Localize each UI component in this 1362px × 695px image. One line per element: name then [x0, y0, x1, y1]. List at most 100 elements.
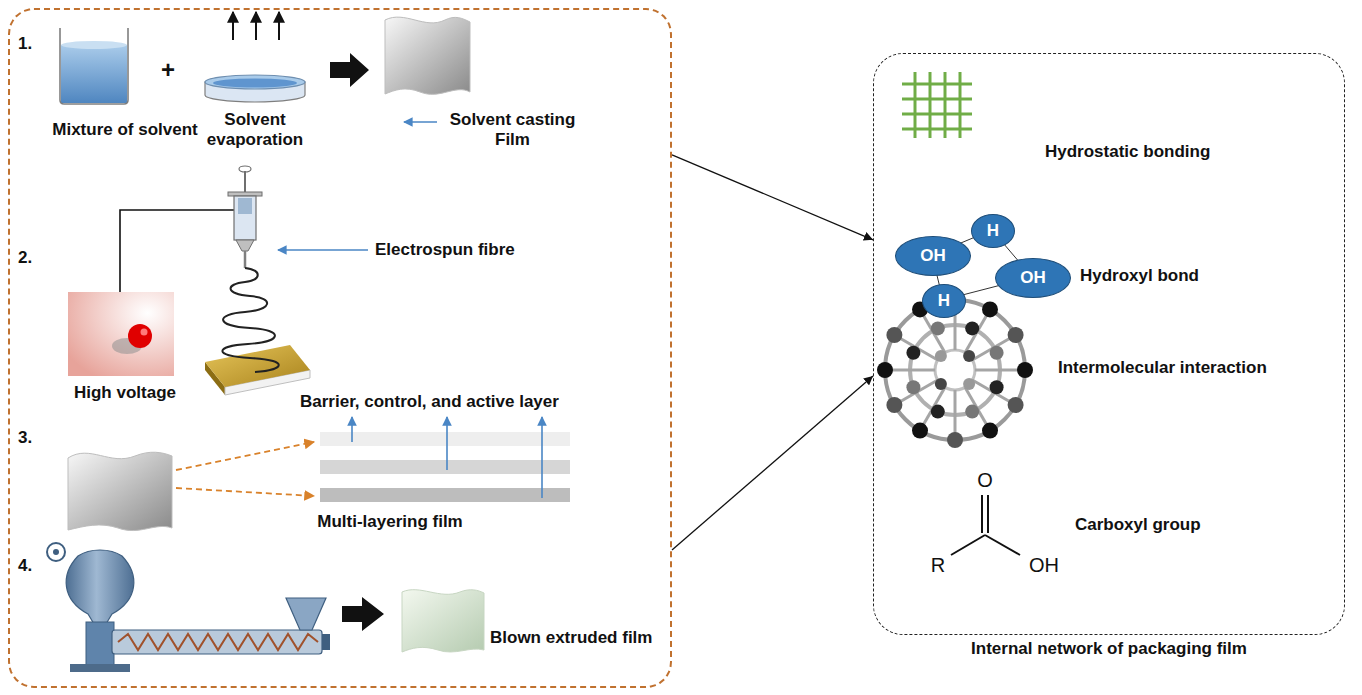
film-extruder — [47, 543, 65, 561]
bond-label: Hydroxyl bond — [1080, 266, 1199, 286]
evaporation-dish — [278, 12, 280, 40]
fullerene-molecule — [931, 405, 945, 419]
flow-arrow — [672, 155, 873, 240]
film-extruder — [70, 664, 130, 672]
high-voltage-source — [128, 324, 152, 348]
syringe — [244, 251, 247, 268]
fullerene-molecule — [906, 346, 920, 360]
film-sheet — [68, 452, 172, 530]
voltage-wire — [120, 210, 234, 292]
atom-symbol: O — [970, 468, 1000, 492]
bond-label: Hydrostatic bonding — [1045, 142, 1210, 162]
collector-plate — [205, 345, 310, 395]
step-number: 4. — [18, 556, 32, 576]
product-label: Multi-layering film — [290, 512, 490, 532]
hydrostatic-grid — [902, 83, 972, 86]
fullerene-molecule — [906, 380, 920, 394]
syringe — [238, 198, 252, 214]
fullerene-molecule — [990, 346, 1004, 360]
block-arrow — [342, 597, 384, 631]
step-number: 3. — [18, 428, 32, 448]
fullerene-molecule — [885, 300, 1025, 440]
beaker-icon — [61, 41, 127, 49]
atom-symbol: OH — [1024, 553, 1064, 577]
hydrostatic-grid — [902, 113, 972, 116]
fullerene-molecule — [877, 362, 893, 378]
film-extruder — [322, 634, 330, 650]
beaker-icon — [61, 45, 127, 103]
fullerene-molecule — [1008, 327, 1024, 343]
fullerene-molecule — [963, 378, 975, 390]
high-voltage-source — [68, 292, 174, 376]
collector-plate — [205, 345, 310, 387]
beaker-icon — [60, 28, 128, 104]
hydrogen-ellipse: H — [922, 284, 966, 318]
pointer-arrow — [404, 122, 437, 123]
hydrostatic-grid — [902, 72, 972, 138]
film-layers — [320, 432, 570, 446]
fullerene-molecule — [965, 321, 979, 335]
pointer-arrow — [541, 417, 543, 498]
fullerene-molecule — [947, 432, 963, 448]
syringe — [228, 192, 262, 196]
product-label: Blown extruded film — [490, 628, 652, 648]
pointer-arrow — [446, 417, 448, 470]
block-arrow — [330, 53, 369, 87]
layer-label: Barrier, control, and active layer — [300, 392, 559, 412]
bond-label: Intermolecular interaction — [1058, 358, 1267, 378]
film-extruder — [66, 550, 134, 624]
fullerene-molecule — [935, 350, 947, 362]
network-panel: Internal network of packaging filmOHHOHH — [873, 53, 1345, 635]
fullerene-molecule — [963, 350, 975, 362]
step-label: Solvent evaporation — [200, 110, 310, 151]
step-label: Mixture of solvent — [10, 120, 240, 140]
syringe — [228, 166, 262, 268]
dashed-arrow — [176, 488, 314, 496]
fullerene-molecule — [931, 321, 945, 335]
dashed-arrow — [176, 442, 314, 496]
fullerene-molecule — [982, 301, 998, 317]
beaker-icon — [60, 28, 128, 104]
carboxyl-bonds — [985, 535, 1020, 555]
film-extruder — [118, 634, 318, 650]
fullerene-molecule — [982, 423, 998, 439]
carboxyl-bonds — [987, 495, 989, 533]
hydrogen-ellipse: H — [971, 214, 1015, 248]
bond-label: Carboxyl group — [1075, 515, 1201, 535]
voltage-wire — [120, 210, 234, 292]
fullerene-molecule — [1017, 362, 1033, 378]
fullerene-molecule — [990, 380, 1004, 394]
film-sheet — [68, 452, 172, 530]
film-extruder — [47, 543, 330, 672]
hydrostatic-grid — [902, 98, 972, 101]
film-layers — [320, 488, 570, 502]
green-film — [402, 590, 484, 652]
atom-label: H — [987, 222, 999, 241]
high-voltage-source — [68, 292, 174, 376]
group-label: OH — [1020, 269, 1046, 288]
block-arrow — [342, 597, 384, 631]
hydroxyl-ellipse: OH — [995, 258, 1071, 298]
atom-label: H — [938, 292, 950, 311]
carboxyl-bonds — [951, 495, 1020, 555]
evaporation-dish — [213, 79, 297, 88]
evaporation-dish — [255, 12, 257, 40]
part-label: High voltage — [40, 383, 210, 403]
atom-symbol: R — [925, 553, 951, 577]
fullerene-molecule — [935, 350, 975, 390]
fullerene-molecule — [912, 423, 928, 439]
pointer-arrow — [351, 417, 353, 442]
carboxyl-bonds — [951, 535, 985, 555]
group-label: OH — [920, 247, 946, 266]
dashed-arrow — [176, 442, 314, 470]
film-layers — [320, 460, 570, 474]
evaporation-dish — [232, 12, 234, 40]
flow-arrow — [672, 376, 873, 550]
fullerene-molecule — [886, 397, 902, 413]
evaporation-dish — [205, 12, 305, 102]
syringe — [236, 240, 254, 251]
fullerene-molecule — [965, 405, 979, 419]
film-extruder — [286, 598, 326, 630]
